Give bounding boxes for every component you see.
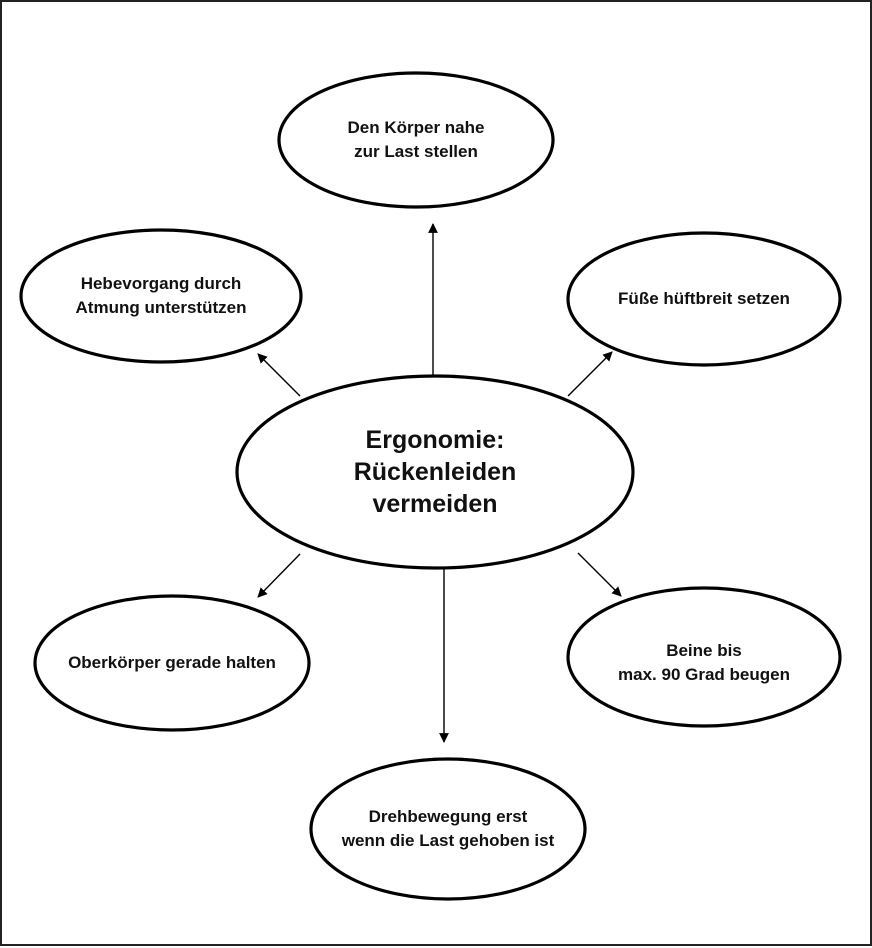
arrow-to-upper-left [257,353,301,397]
node-top-label: Den Körper nahe zur Last stellen [347,118,485,161]
node-upper-left-ellipse [19,228,303,364]
arrow-to-upper-right [567,351,613,397]
arrow-to-lower-right [577,552,622,597]
node-upper-right-label: Füße hüftbreit setzen [618,289,790,308]
center-title: Ergonomie: Rückenleiden vermeiden [353,426,517,518]
node-lower-right-ellipse [566,586,842,728]
node-lower-right-label: Beine bis max. 90 Grad beugen [618,641,790,684]
node-lower-left-label: Oberkörper gerade halten [68,653,276,672]
node-bottom-ellipse [309,757,587,901]
arrow-to-lower-left [257,553,301,598]
node-bottom-label: Drehbewegung erst wenn die Last gehoben … [341,807,555,850]
center-ellipse [235,374,635,570]
node-lower-left-ellipse [33,594,311,732]
node-upper-right-ellipse [566,231,842,367]
node-upper-left-label: Hebevorgang durch Atmung unterstützen [75,274,247,317]
node-top-ellipse [277,71,555,209]
